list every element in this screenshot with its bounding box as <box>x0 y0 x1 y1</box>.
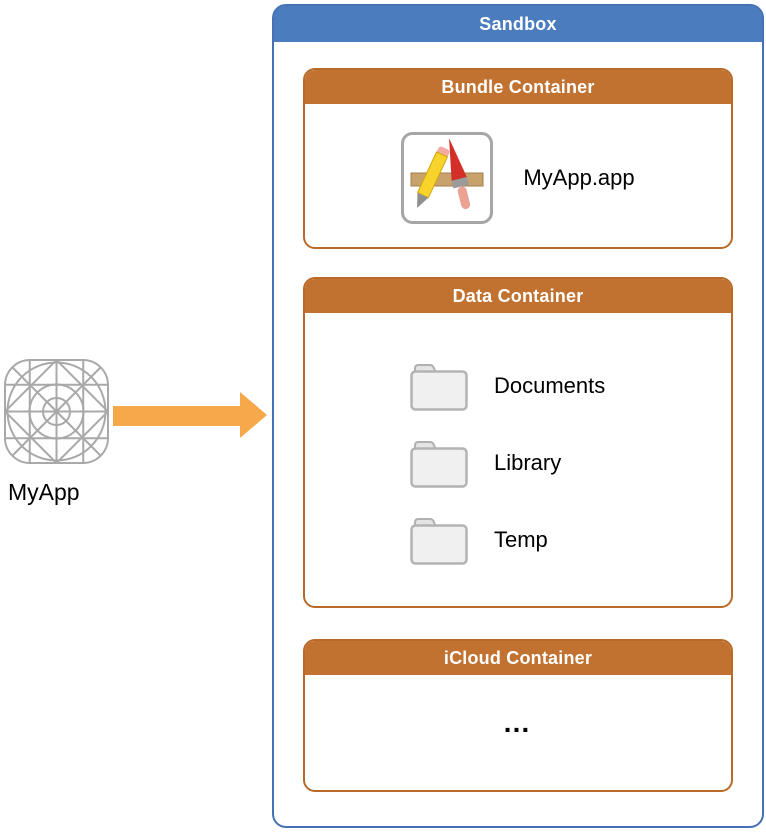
folder-label: Temp <box>494 526 548 552</box>
data-container: Data Container Documents Library <box>303 277 733 608</box>
myapp-app-icon <box>401 132 494 224</box>
folder-icon <box>410 364 468 411</box>
folder-row-temp: Temp <box>408 512 731 567</box>
sandbox-title: Sandbox <box>274 6 762 42</box>
flow-arrow-icon <box>113 392 267 438</box>
brush-glyph <box>449 138 471 210</box>
folder-list: Documents Library Temp <box>305 313 731 567</box>
folder-row-documents: Documents <box>408 358 731 413</box>
data-container-title: Data Container <box>305 279 731 313</box>
folder-icon <box>410 441 468 488</box>
sandbox-box: Sandbox Bundle Container <box>272 4 764 828</box>
bundle-app-label: MyApp.app <box>523 165 635 190</box>
folder-icon <box>410 518 468 565</box>
source-app: MyApp <box>3 358 113 506</box>
folder-label: Library <box>494 449 562 475</box>
app-wireframe-icon <box>4 359 109 464</box>
folder-row-library: Library <box>408 435 731 490</box>
icloud-placeholder: … <box>502 706 534 738</box>
pencil-glyph <box>417 146 450 208</box>
icloud-container: iCloud Container … <box>303 639 733 792</box>
bundle-container: Bundle Container MyApp. <box>303 68 733 249</box>
folder-label: Documents <box>494 372 606 398</box>
source-app-label: MyApp <box>8 479 80 505</box>
bundle-app-row: MyApp.app <box>305 132 731 224</box>
icloud-container-title: iCloud Container <box>305 641 731 675</box>
bundle-container-title: Bundle Container <box>305 70 731 104</box>
icloud-body: … <box>305 675 731 770</box>
